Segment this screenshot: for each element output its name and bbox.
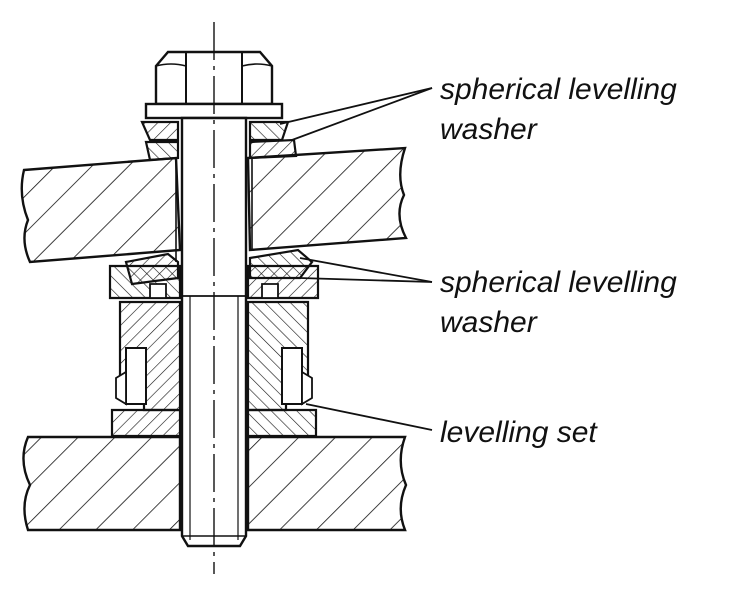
label-spherical-washer-mid-line2: washer: [440, 306, 538, 339]
top-spherical-washer: [140, 120, 298, 162]
bottom-plate: [22, 435, 408, 532]
label-levelling-set: levelling set: [440, 416, 598, 449]
label-spherical-washer-mid-line1: spherical levelling: [440, 266, 677, 299]
levelling-set-body: [110, 300, 318, 438]
leader-lines: [279, 87, 433, 431]
top-plate-left: [20, 156, 182, 264]
label-spherical-washer-top-line1: spherical levelling: [440, 73, 677, 106]
top-plate: [20, 146, 408, 264]
label-spherical-washer-top-line2: washer: [440, 113, 538, 146]
top-plate-right: [246, 146, 408, 252]
bottom-plate-right: [246, 435, 408, 532]
bottom-plate-left: [22, 435, 182, 532]
middle-spherical-washer: [108, 248, 320, 300]
